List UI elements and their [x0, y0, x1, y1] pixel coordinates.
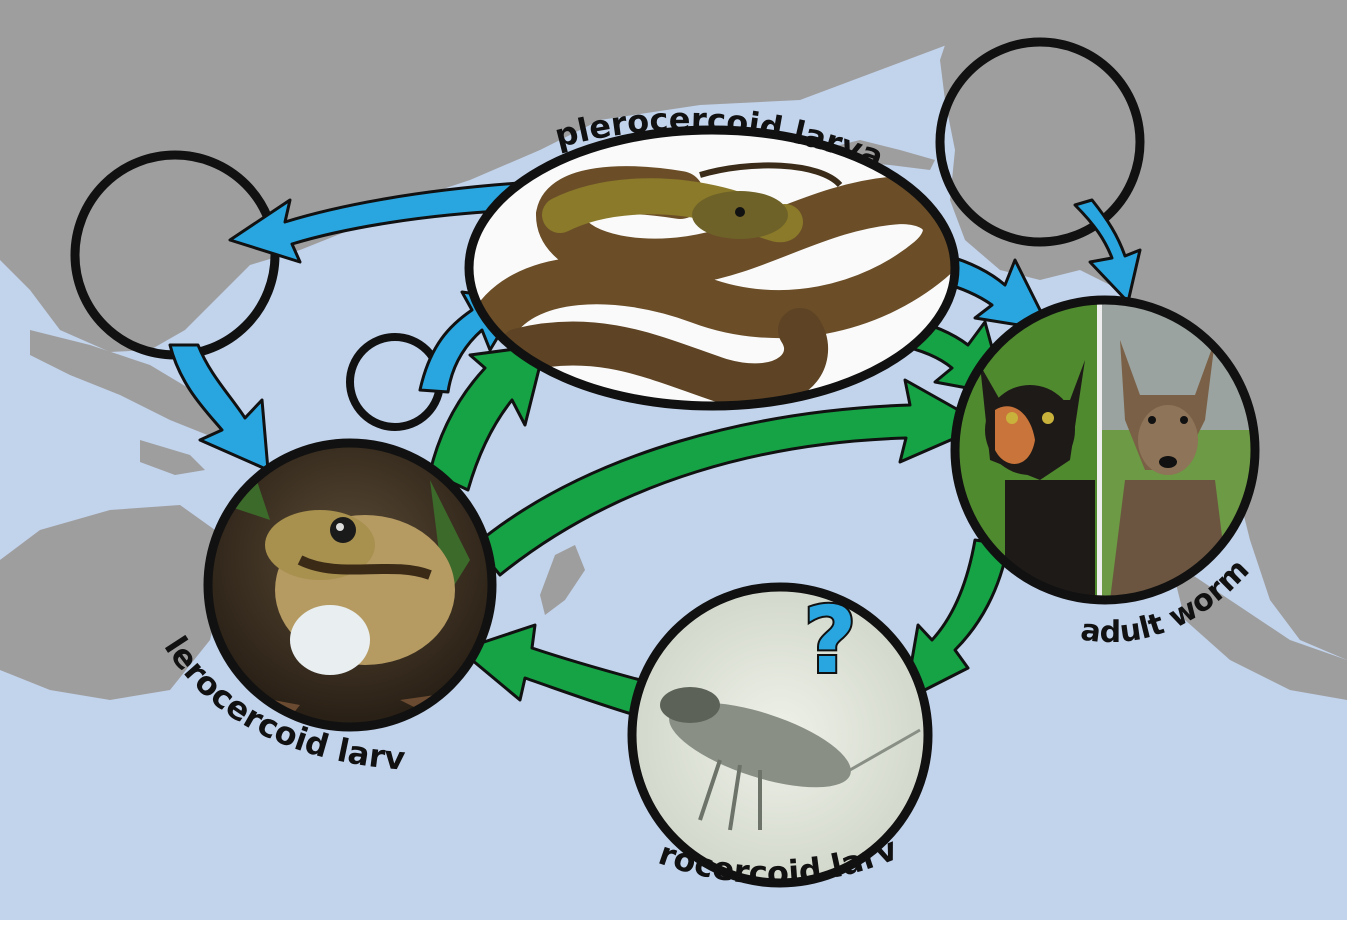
unknown-mark: ? [803, 587, 856, 694]
snake-host [469, 130, 955, 406]
frog-host [208, 443, 492, 730]
cat-dog-host [955, 300, 1255, 600]
